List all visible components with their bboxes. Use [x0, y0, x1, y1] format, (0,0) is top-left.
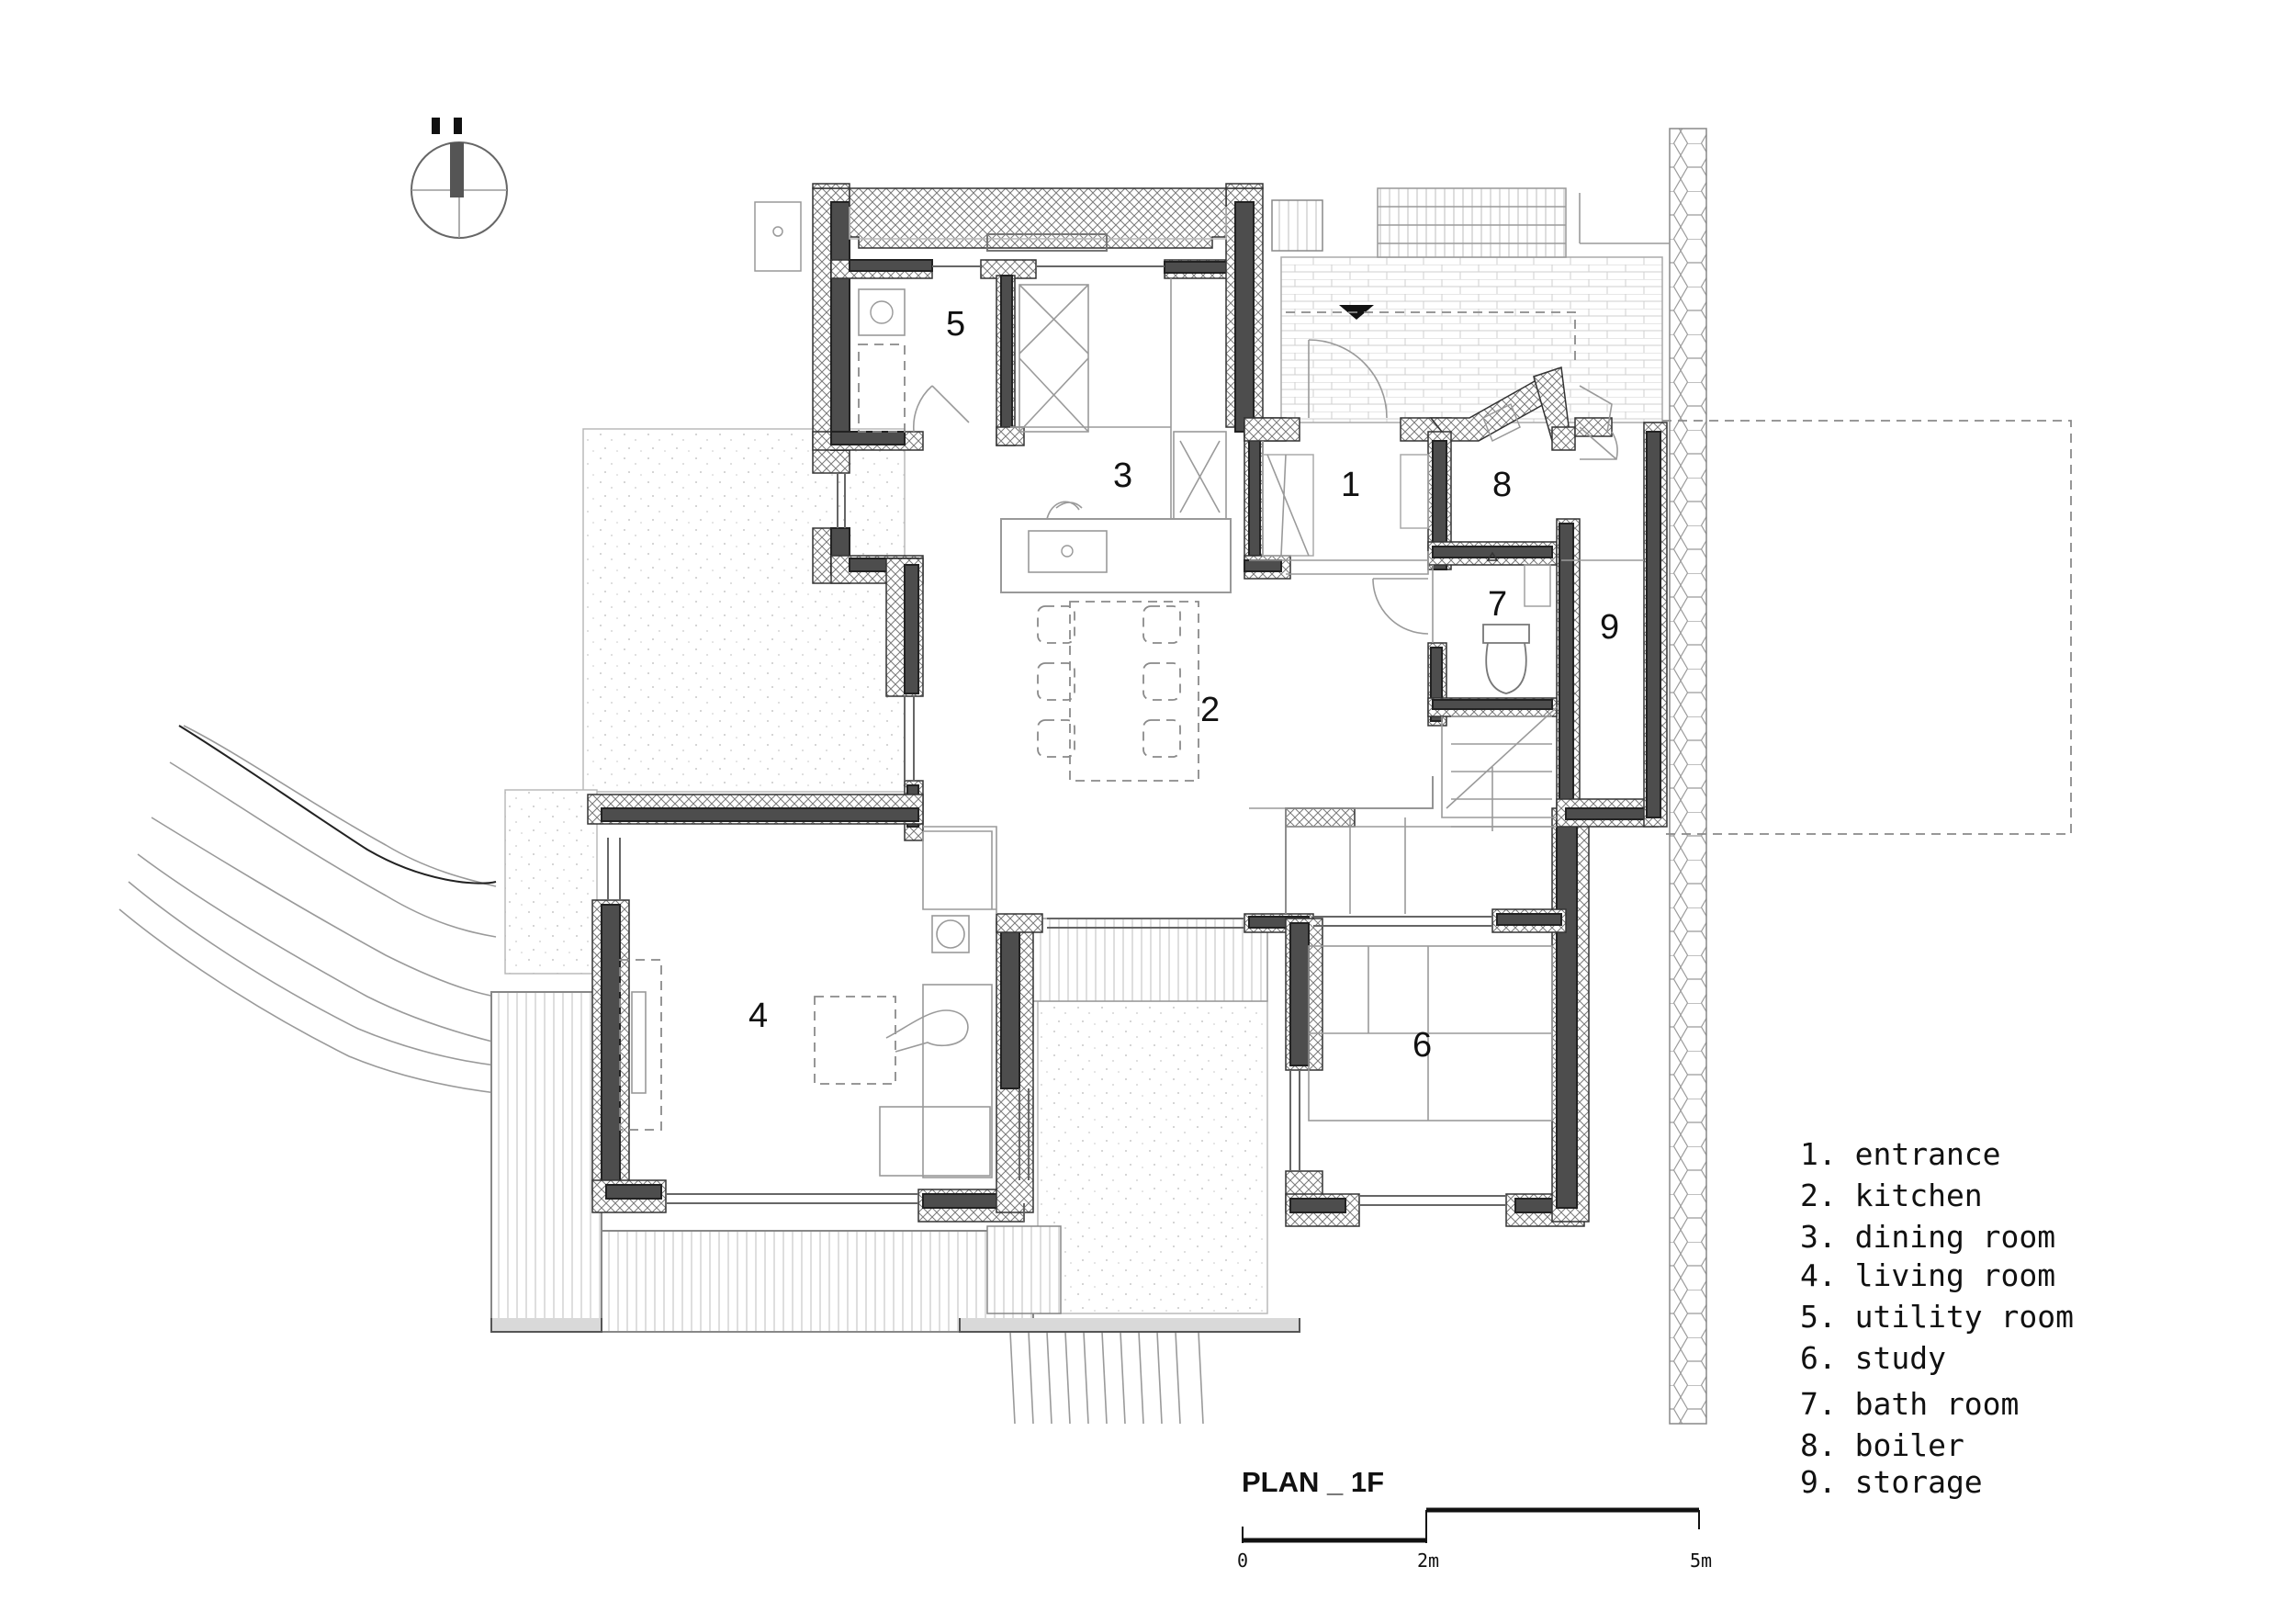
boundary-wall — [1669, 128, 1707, 1425]
entrance-steps — [1377, 187, 1567, 258]
site-base — [490, 1318, 1300, 1333]
south-deck — [601, 1230, 1034, 1333]
sofa-ottoman — [879, 1106, 991, 1177]
dining-chairs — [1037, 605, 1181, 758]
room-label-2: 2 — [1200, 691, 1220, 729]
entrance-steps-treads — [1378, 206, 1566, 244]
tv-console — [619, 959, 662, 1131]
room-label-5: 5 — [946, 305, 965, 344]
washing-machine — [858, 288, 906, 336]
outdoor-sink-drain — [772, 226, 783, 237]
legend-item: 5. utility room — [1800, 1299, 2074, 1335]
scale-bar: 0 2m 5m — [1237, 1507, 1712, 1572]
laundry-counter — [858, 344, 906, 433]
fridge-x — [1179, 440, 1221, 513]
entrance-step — [1400, 454, 1429, 529]
room-legend: 1. entrance 2. kitchen 3. dining room 4.… — [1800, 1136, 2074, 1500]
west-terrace — [504, 789, 598, 975]
scale-label-2m: 2m — [1417, 1550, 1439, 1572]
annex-outline — [1662, 420, 2072, 835]
island-sink — [1028, 530, 1108, 573]
fridge — [1173, 431, 1227, 520]
boiler-vent-grate — [1271, 199, 1323, 252]
legend-item: 1. entrance — [1800, 1136, 2001, 1172]
toilet-icon — [1482, 624, 1530, 694]
south-stairs — [986, 1225, 1062, 1314]
kitchen-island — [1000, 518, 1232, 593]
bath-vent-icon — [1486, 551, 1499, 561]
shoe-bench — [1262, 454, 1314, 557]
utility-cabinet — [1019, 284, 1089, 433]
boundary-line — [1579, 193, 1670, 244]
north-arrow-icon — [411, 118, 508, 239]
entrance-door — [1308, 339, 1388, 419]
boiler-door — [1579, 426, 1618, 460]
cook-figure — [1046, 501, 1083, 520]
coffee-table — [814, 996, 896, 1085]
washing-machine-drum — [870, 300, 894, 324]
room-label-3: 3 — [1113, 456, 1132, 495]
legend-item: 3. dining room — [1800, 1219, 2055, 1255]
west-garden — [582, 428, 906, 793]
sofa — [922, 984, 993, 1178]
room-label-7: 7 — [1488, 585, 1507, 624]
room-label-8: 8 — [1492, 466, 1512, 504]
island-sink-drain — [1061, 545, 1074, 558]
legend-item: 4. living room — [1800, 1257, 2055, 1293]
utility-cabinet-x — [1019, 284, 1089, 433]
legend-item: 6. study — [1800, 1340, 1946, 1376]
dining-table — [1069, 601, 1199, 782]
windows — [607, 265, 1506, 1222]
tv-unit — [631, 991, 647, 1094]
room-label-4: 4 — [748, 997, 768, 1035]
legend-item: 9. storage — [1800, 1464, 1983, 1500]
entrance-paving — [1280, 256, 1663, 423]
south-court — [1037, 1000, 1268, 1314]
storage-door — [1579, 385, 1613, 433]
scale-label-5m: 5m — [1690, 1550, 1712, 1572]
stair-hall-line — [923, 830, 993, 909]
south-step-deck — [1019, 918, 1268, 1002]
canopy-dashed — [1286, 311, 1576, 363]
stairs-down-lines — [1009, 1331, 1204, 1425]
fireplace-base — [931, 915, 970, 953]
bath-sink — [1524, 564, 1551, 607]
terrain-contours — [118, 725, 497, 1094]
plan-title: PLAN _ 1F — [1242, 1466, 1384, 1498]
shoe-bench-lines — [1266, 454, 1310, 557]
legend-item: 8. boiler — [1800, 1427, 1964, 1463]
room-label-1: 1 — [1341, 466, 1360, 504]
room-label-6: 6 — [1412, 1026, 1432, 1065]
stair-treads — [1451, 716, 1552, 828]
terrain-edge — [178, 725, 497, 885]
study-tatami-lines — [1309, 946, 1552, 1121]
scale-label-0: 0 — [1237, 1550, 1248, 1572]
legend-item: 7. bath room — [1800, 1386, 2019, 1422]
boiler-unit — [1482, 402, 1521, 443]
fireplace-stove — [936, 919, 965, 949]
bath-door — [1372, 578, 1429, 635]
utility-door — [912, 385, 970, 433]
person-on-sofa — [885, 1009, 969, 1053]
room-label-9: 9 — [1600, 608, 1619, 647]
stair-handrail — [1285, 776, 1434, 914]
west-deck — [490, 991, 602, 1333]
legend-item: 2. kitchen — [1800, 1178, 1983, 1213]
